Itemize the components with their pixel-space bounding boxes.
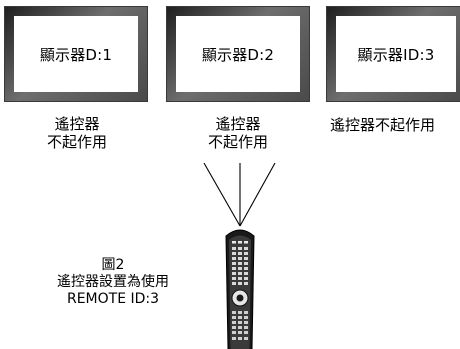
monitor-1-caption-line-2: 不起作用 (46, 133, 107, 151)
figure-caption-line-1: 遙控器設置為使用 (57, 274, 169, 290)
remote-control-icon (225, 229, 255, 349)
signal-lines (203, 162, 276, 227)
monitor-2-caption-line-1: 遙控器 (215, 115, 261, 133)
monitor-2-caption: 遙控器 不起作用 (197, 115, 279, 151)
monitor-2-label: 顯示器D:2 (176, 16, 300, 92)
figure-caption: 圖2 遙控器設置為使用 REMOTE ID:3 (38, 257, 188, 308)
signal-line-left (203, 162, 241, 227)
monitor-1-caption: 遙控器 不起作用 (36, 115, 118, 151)
monitor-2: 顯示器D:2 (166, 6, 310, 102)
monitor-1-label: 顯示器D:1 (14, 16, 138, 92)
figure-caption-line-2: REMOTE ID:3 (66, 291, 160, 307)
monitor-3-label: 顯示器ID:3 (336, 16, 456, 92)
monitor-1: 顯示器D:1 (4, 6, 148, 102)
monitor-3-caption: 遙控器不起作用 (330, 116, 460, 134)
monitor-1-caption-line-1: 遙控器 (54, 115, 100, 133)
monitor-3: 顯示器ID:3 (326, 6, 460, 102)
figure-number: 圖2 (101, 257, 125, 273)
monitor-2-caption-line-2: 不起作用 (207, 133, 268, 151)
monitor-3-caption-line: 遙控器不起作用 (330, 116, 436, 134)
signal-line-right (239, 162, 276, 227)
